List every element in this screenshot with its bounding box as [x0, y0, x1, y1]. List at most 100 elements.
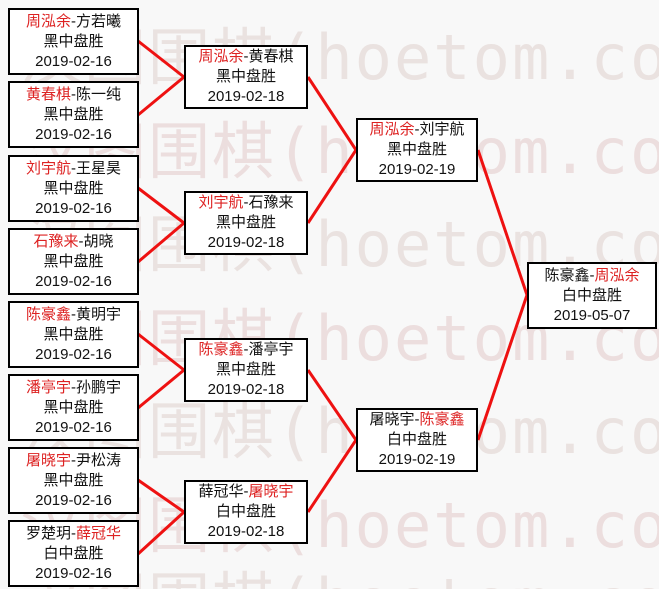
match-players: 陈豪鑫-周泓余 [544, 266, 639, 286]
match-players: 周泓余-刘宇航 [369, 120, 464, 140]
match-box-r2-4: 薛冠华-屠晓宇 白中盘胜 2019-02-18 [184, 480, 308, 544]
match-result: 黑中盘胜 [43, 179, 104, 197]
players-separator: - [589, 266, 595, 284]
match-result: 黑中盘胜 [43, 398, 104, 416]
connector-line [306, 76, 358, 151]
match-players: 石豫来-胡晓 [33, 232, 113, 252]
match-date: 2019-02-16 [35, 345, 112, 363]
match-players: 陈豪鑫-黄明宇 [26, 305, 121, 325]
match-box-r2-1: 周泓余-黄春棋 黑中盘胜 2019-02-18 [184, 45, 308, 109]
match-players: 周泓余-方若曦 [26, 12, 121, 32]
player1-name: 薛冠华 [198, 483, 244, 500]
match-date: 2019-02-18 [207, 88, 285, 105]
connector-line [137, 39, 185, 79]
match-players: 薛冠华-屠晓宇 [198, 482, 293, 502]
connector-line [137, 221, 185, 264]
match-players: 周泓余-黄春棋 [198, 47, 293, 67]
players-separator: - [71, 451, 76, 469]
player1-name: 罗楚玥 [25, 524, 71, 542]
player2-name: 方若曦 [76, 12, 122, 30]
match-result: 黑中盘胜 [43, 325, 104, 343]
match-box-r2-3: 陈豪鑫-潘亭宇 黑中盘胜 2019-02-18 [184, 338, 308, 402]
players-separator: - [71, 524, 76, 542]
player1-name: 周泓余 [198, 48, 244, 65]
players-separator: - [414, 121, 420, 138]
player2-name: 尹松涛 [76, 451, 122, 469]
connector-line [476, 294, 529, 441]
match-date: 2019-02-16 [35, 491, 112, 509]
match-box-r1-5: 陈豪鑫-黄明宇 黑中盘胜 2019-02-16 [8, 301, 139, 368]
player2-name: 胡晓 [83, 232, 114, 250]
player2-name: 薛冠华 [76, 524, 122, 542]
match-date: 2019-02-16 [35, 564, 112, 582]
connector-line [306, 439, 358, 513]
player1-name: 潘亭宇 [25, 378, 71, 396]
match-date: 2019-02-16 [35, 52, 112, 70]
player2-name: 屠晓宇 [248, 483, 294, 500]
connector-line [306, 369, 358, 441]
match-date: 2019-02-18 [207, 381, 285, 398]
player2-name: 王星昊 [76, 159, 122, 177]
match-result: 黑中盘胜 [43, 252, 104, 270]
match-result: 黑中盘胜 [215, 361, 276, 378]
players-separator: - [243, 48, 249, 65]
match-players: 刘宇航-王星昊 [26, 159, 121, 179]
player1-name: 刘宇航 [198, 194, 244, 211]
match-result: 黑中盘胜 [43, 105, 104, 123]
players-separator: - [71, 159, 76, 177]
match-box-r1-8: 罗楚玥-薛冠华 白中盘胜 2019-02-16 [8, 520, 139, 587]
player1-name: 石豫来 [33, 232, 79, 250]
players-separator: - [71, 12, 76, 30]
match-date: 2019-02-18 [207, 523, 285, 540]
match-date: 2019-02-16 [35, 272, 112, 290]
match-players: 罗楚玥-薛冠华 [26, 524, 121, 544]
match-players: 黄春棋-陈一纯 [26, 85, 121, 105]
player2-name: 陈一纯 [76, 85, 122, 103]
match-result: 白中盘胜 [43, 544, 104, 562]
players-separator: - [78, 232, 84, 250]
match-date: 2019-05-07 [553, 306, 631, 324]
match-result: 白中盘胜 [215, 503, 276, 520]
players-separator: - [414, 411, 420, 428]
match-result: 黑中盘胜 [43, 471, 104, 489]
match-date: 2019-02-18 [207, 234, 285, 251]
match-box-final: 陈豪鑫-周泓余 白中盘胜 2019-05-07 [527, 262, 657, 329]
player1-name: 周泓余 [25, 12, 71, 30]
players-separator: - [243, 194, 249, 211]
players-separator: - [243, 483, 249, 500]
players-separator: - [243, 341, 249, 358]
player2-name: 刘宇航 [419, 121, 465, 138]
connector-line [306, 149, 358, 224]
connector-line [137, 478, 185, 514]
match-box-r1-6: 潘亭宇-孙鹏宇 黑中盘胜 2019-02-16 [8, 374, 139, 441]
connector-line [137, 186, 185, 225]
connector-line [476, 149, 529, 296]
match-date: 2019-02-19 [378, 161, 456, 178]
match-result: 黑中盘胜 [386, 141, 447, 158]
match-players: 屠晓宇-陈豪鑫 [369, 410, 464, 430]
connector-line [137, 368, 185, 410]
match-box-r1-3: 刘宇航-王星昊 黑中盘胜 2019-02-16 [8, 155, 139, 222]
connector-line [136, 510, 186, 556]
match-box-r1-2: 黄春棋-陈一纯 黑中盘胜 2019-02-16 [8, 81, 139, 148]
player1-name: 屠晓宇 [369, 411, 415, 428]
match-result: 白中盘胜 [561, 286, 622, 304]
match-date: 2019-02-16 [35, 199, 112, 217]
match-box-sf-1: 周泓余-刘宇航 黑中盘胜 2019-02-19 [356, 118, 478, 182]
match-result: 黑中盘胜 [215, 214, 276, 231]
player2-name: 陈豪鑫 [419, 411, 465, 428]
player1-name: 周泓余 [369, 121, 415, 138]
match-players: 刘宇航-石豫来 [198, 193, 293, 213]
connector-line [137, 332, 185, 372]
players-separator: - [71, 378, 76, 396]
players-separator: - [71, 85, 76, 103]
match-box-sf-2: 屠晓宇-陈豪鑫 白中盘胜 2019-02-19 [356, 408, 478, 472]
player2-name: 黄春棋 [248, 48, 294, 65]
match-result: 黑中盘胜 [215, 68, 276, 85]
match-result: 黑中盘胜 [43, 32, 104, 50]
match-box-r1-1: 周泓余-方若曦 黑中盘胜 2019-02-16 [8, 8, 139, 75]
match-players: 潘亭宇-孙鹏宇 [26, 378, 121, 398]
player2-name: 潘亭宇 [248, 341, 294, 358]
player1-name: 陈豪鑫 [198, 341, 244, 358]
